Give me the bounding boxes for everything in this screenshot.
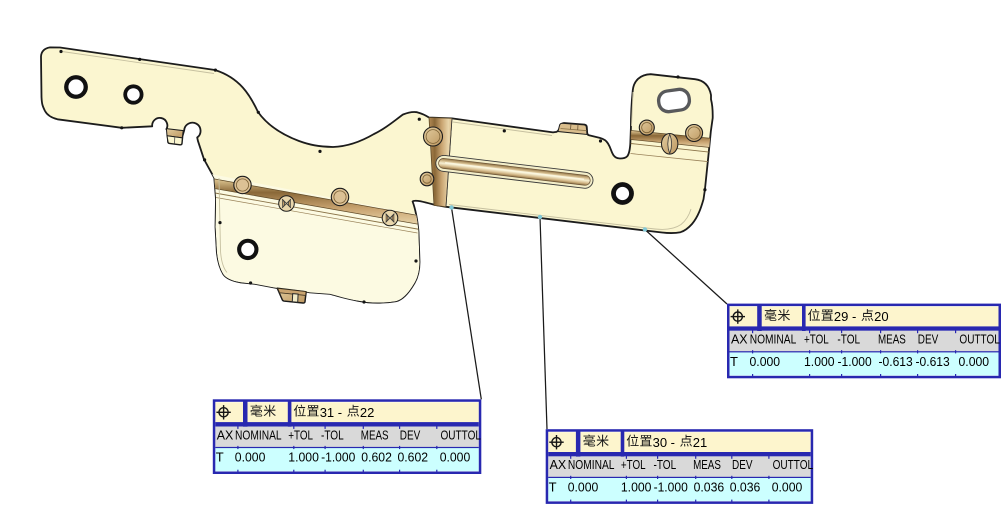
svg-text:-TOL: -TOL	[321, 427, 344, 442]
svg-text:-0.613: -0.613	[879, 354, 913, 369]
svg-text:0.000: 0.000	[959, 354, 990, 369]
svg-text:0.036: 0.036	[694, 480, 725, 495]
svg-text:-1.000: -1.000	[321, 450, 355, 465]
svg-text:0.000: 0.000	[440, 450, 471, 465]
svg-text:0.602: 0.602	[398, 450, 429, 465]
svg-text:0.000: 0.000	[750, 354, 781, 369]
svg-text:29 -: 29 -	[834, 309, 856, 324]
svg-text:0.602: 0.602	[361, 450, 392, 465]
svg-text:-1.000: -1.000	[654, 480, 688, 495]
svg-text:0.000: 0.000	[235, 450, 266, 465]
svg-text:AX: AX	[550, 457, 567, 472]
svg-text:NOMINAL: NOMINAL	[750, 332, 797, 347]
svg-text:-1.000: -1.000	[838, 354, 872, 369]
svg-text:-TOL: -TOL	[837, 332, 860, 347]
svg-text:20: 20	[874, 309, 888, 324]
svg-text:AX: AX	[217, 427, 234, 442]
svg-text:AX: AX	[731, 332, 748, 347]
svg-text:NOMINAL: NOMINAL	[568, 457, 615, 472]
svg-text:+TOL: +TOL	[288, 427, 313, 442]
svg-text:OUTTOL: OUTTOL	[441, 427, 482, 442]
svg-text:OUTTOL: OUTTOL	[773, 457, 814, 472]
svg-text:MEAS: MEAS	[878, 332, 906, 347]
svg-text:1.000: 1.000	[621, 480, 652, 495]
svg-text:30 -: 30 -	[653, 435, 675, 450]
svg-text:MEAS: MEAS	[361, 427, 389, 442]
svg-text:22: 22	[360, 405, 374, 420]
svg-text:OUTTOL: OUTTOL	[959, 332, 1000, 347]
svg-text:+TOL: +TOL	[621, 457, 646, 472]
svg-text:0.036: 0.036	[730, 480, 761, 495]
svg-text:DEV: DEV	[732, 457, 753, 472]
svg-text:T: T	[216, 450, 224, 465]
svg-text:-TOL: -TOL	[654, 457, 677, 472]
svg-text:+TOL: +TOL	[804, 332, 829, 347]
svg-text:0.000: 0.000	[772, 480, 803, 495]
svg-text:T: T	[730, 354, 738, 369]
svg-text:21: 21	[693, 435, 707, 450]
svg-text:NOMINAL: NOMINAL	[235, 427, 282, 442]
svg-text:DEV: DEV	[400, 427, 421, 442]
svg-text:0.000: 0.000	[568, 480, 599, 495]
svg-text:DEV: DEV	[918, 332, 939, 347]
svg-text:-0.613: -0.613	[916, 354, 950, 369]
svg-text:1.000: 1.000	[288, 450, 319, 465]
svg-text:T: T	[549, 480, 557, 495]
svg-text:1.000: 1.000	[804, 354, 835, 369]
svg-text:MEAS: MEAS	[693, 457, 721, 472]
svg-text:31 -: 31 -	[320, 405, 342, 420]
